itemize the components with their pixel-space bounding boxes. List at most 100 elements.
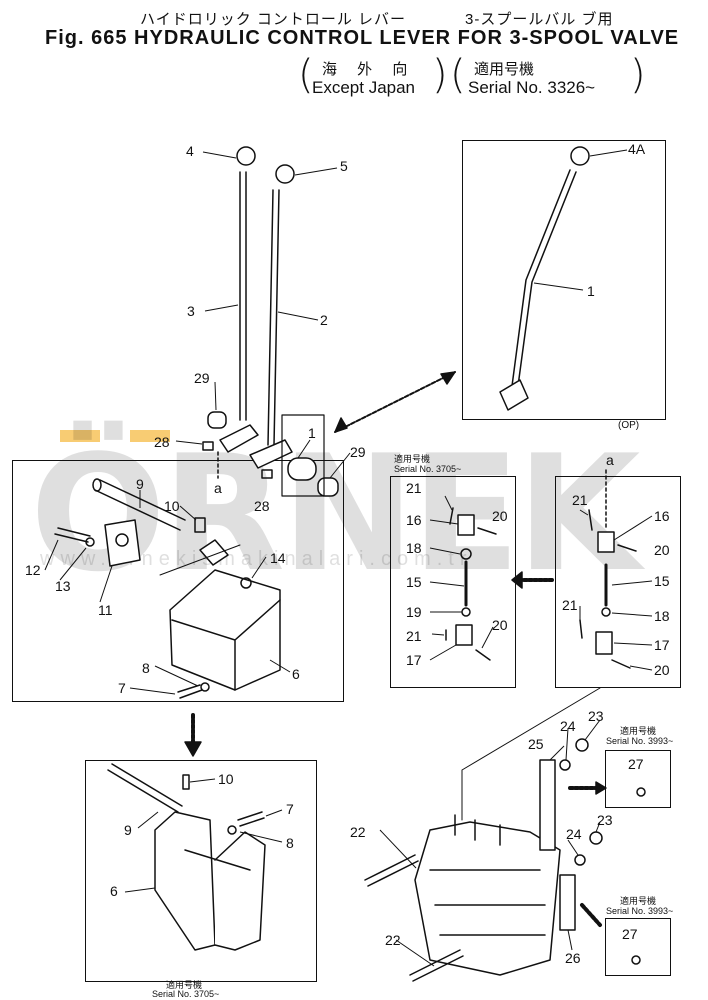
r-block-17 bbox=[595, 631, 613, 655]
nut-23a bbox=[575, 738, 589, 752]
bottom-serial-jp: 適用号機 bbox=[166, 980, 203, 990]
lever-bracket-left bbox=[219, 424, 259, 453]
shaft-9 bbox=[94, 479, 186, 531]
japanese-title-right: 3-スプールバル ブ用 bbox=[465, 11, 614, 28]
watermark-accent bbox=[60, 430, 100, 442]
lever-1-op bbox=[511, 169, 577, 387]
callout-28a: 28 bbox=[154, 434, 170, 450]
callout-28b: 28 bbox=[254, 498, 270, 514]
pin-28a bbox=[202, 441, 214, 451]
callout-b6: 6 bbox=[110, 883, 118, 899]
callout-m19: 19 bbox=[406, 604, 422, 620]
op-label: (OP) bbox=[618, 420, 640, 431]
callout-m15: 15 bbox=[406, 574, 422, 590]
m-block-16 bbox=[457, 514, 475, 536]
bracket-6-edge bbox=[171, 599, 281, 691]
bracket-6 bbox=[169, 569, 281, 691]
callout-2: 2 bbox=[320, 312, 328, 328]
callout-29b: 29 bbox=[350, 444, 366, 460]
b-shaft-9 bbox=[107, 763, 183, 813]
callout-14: 14 bbox=[270, 550, 286, 566]
bracket-11-upper bbox=[199, 539, 229, 566]
b-bracket-6-left bbox=[154, 811, 216, 951]
callout-7: 7 bbox=[118, 680, 126, 696]
spool-valve bbox=[414, 821, 561, 976]
lever-1-op-foot bbox=[499, 379, 529, 411]
callout-m20a: 20 bbox=[492, 508, 508, 524]
pin-28b bbox=[261, 469, 273, 479]
callout-4a: 4A bbox=[628, 141, 646, 157]
callout-r21b: 21 bbox=[562, 597, 578, 613]
valve-link-line bbox=[461, 687, 601, 821]
b-bolt-7 bbox=[237, 811, 265, 827]
serial-3993-en-2: Serial No. 3993~ bbox=[606, 906, 674, 916]
callout-10: 10 bbox=[164, 498, 180, 514]
callout-a: a bbox=[214, 480, 222, 496]
serial-3993-box-upper bbox=[605, 750, 671, 808]
callout-12: 12 bbox=[25, 562, 41, 578]
lever-bracket-right bbox=[249, 439, 293, 469]
lever-2 bbox=[267, 189, 280, 446]
callout-r-a: a bbox=[606, 452, 614, 468]
callout-v23b: 23 bbox=[597, 812, 613, 828]
serial-english: Serial No. 3326~ bbox=[468, 78, 596, 97]
current-linkage-box bbox=[555, 476, 681, 688]
lever-3 bbox=[239, 171, 247, 421]
region-japanese: 海 外 向 bbox=[322, 61, 416, 78]
serial-3993-en: Serial No. 3993~ bbox=[606, 736, 674, 746]
r-bolt-20a bbox=[617, 544, 637, 552]
callout-r18: 18 bbox=[654, 608, 670, 624]
callout-6: 6 bbox=[292, 666, 300, 682]
callout-b9: 9 bbox=[124, 822, 132, 838]
main-assembly-box bbox=[12, 460, 344, 702]
serial-3993-jp-2: 適用号機 bbox=[620, 896, 657, 906]
bolt-22b bbox=[409, 949, 464, 982]
callout-5: 5 bbox=[340, 158, 348, 174]
serial-3993-box-lower bbox=[605, 918, 671, 976]
watermark-url: www.ornekismakinalari.com.tr bbox=[40, 548, 473, 570]
double-arrow bbox=[334, 371, 456, 433]
bottom-serial-en: Serial No. 3705~ bbox=[152, 989, 220, 999]
arrow-3993-lower bbox=[580, 903, 602, 927]
m-bolt-20a bbox=[477, 527, 497, 535]
knob-4 bbox=[236, 146, 256, 166]
callout-13: 13 bbox=[55, 578, 71, 594]
bottom-assembly-box bbox=[85, 760, 317, 982]
bushing-29b bbox=[317, 477, 339, 497]
optional-lever-box bbox=[462, 140, 666, 420]
b-bracket-6-right bbox=[214, 831, 266, 951]
callout-m16: 16 bbox=[406, 512, 422, 528]
bushing-frame bbox=[281, 414, 325, 497]
down-arrow-head bbox=[184, 741, 202, 757]
region-english: Except Japan bbox=[312, 78, 416, 97]
callout-29a: 29 bbox=[194, 370, 210, 386]
r-block-16 bbox=[597, 531, 615, 553]
callout-r21a: 21 bbox=[572, 492, 588, 508]
bushing-1 bbox=[287, 457, 317, 481]
callout-b7: 7 bbox=[286, 801, 294, 817]
m-nut-18 bbox=[460, 548, 472, 560]
r-pin-21b bbox=[579, 619, 583, 639]
callout-v25: 25 bbox=[528, 736, 544, 752]
callout-11: 11 bbox=[98, 602, 113, 618]
callout-1-op: 1 bbox=[587, 283, 595, 299]
b-pin-10 bbox=[182, 774, 190, 790]
m-nut-19 bbox=[461, 607, 471, 617]
callout-r16: 16 bbox=[654, 508, 670, 524]
washer-13 bbox=[85, 537, 95, 547]
callout-v27a: 27 bbox=[628, 756, 644, 772]
bolt-14 bbox=[240, 577, 252, 589]
callout-8: 8 bbox=[142, 660, 150, 676]
callout-b8: 8 bbox=[286, 835, 294, 851]
nut-23b bbox=[589, 831, 603, 845]
callout-m21b: 21 bbox=[406, 628, 422, 644]
callout-r20a: 20 bbox=[654, 542, 670, 558]
callout-m21a: 21 bbox=[406, 480, 422, 496]
m-pin-21a bbox=[449, 507, 454, 525]
m-block-17 bbox=[455, 624, 473, 646]
callout-v26: 26 bbox=[565, 950, 581, 966]
callout-9: 9 bbox=[136, 476, 144, 492]
knob-4a bbox=[570, 146, 590, 166]
link-26 bbox=[559, 874, 576, 931]
